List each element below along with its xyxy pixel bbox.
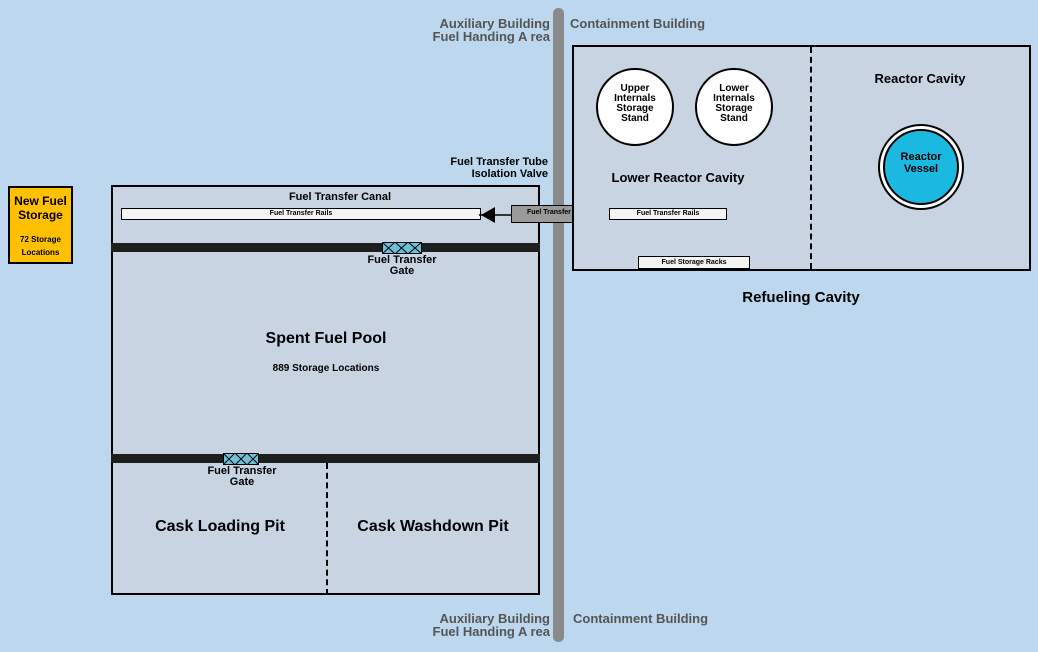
- reactor-rails-label: Fuel Transfer Rails: [636, 210, 700, 217]
- storage-line: Storage: [18, 208, 63, 222]
- cavity-separator: [810, 47, 812, 269]
- locations-line: Locations: [21, 248, 60, 257]
- upper-internals-stand: [596, 68, 674, 146]
- vessel-line: Reactor: [900, 151, 942, 163]
- fuel-transfer-gate-bottom: [223, 453, 259, 465]
- fuel-transfer-gate-bottom-label: Fuel Transfer Gate: [192, 466, 292, 488]
- new-fuel-storage-title: New Fuel Storage: [10, 194, 71, 222]
- internals-line: Internals: [713, 93, 755, 104]
- aux-area-line: Fuel Handing A rea: [432, 624, 551, 639]
- new-fuel-storage-sub: 72 Storage Locations: [10, 233, 71, 259]
- cask-washdown-pit-title: Cask Washdown Pit: [357, 518, 509, 535]
- vessel-line: Vessel: [903, 163, 939, 175]
- fuel-storage-racks-label: Fuel Storage Racks: [661, 259, 727, 266]
- aux-area-line: Fuel Handing A rea: [432, 29, 551, 44]
- canal-pool-divider: [111, 243, 540, 252]
- refueling-cavity-label: Refueling Cavity: [742, 289, 860, 306]
- fuel-transfer-canal-label: Fuel Transfer Canal: [288, 191, 392, 203]
- reactor-side-transfer-rails: Fuel Transfer Rails: [609, 208, 727, 220]
- lower-reactor-cavity-label: Lower Reactor Cavity: [611, 170, 745, 185]
- aux-building-line: Auxiliary Building: [439, 16, 550, 31]
- upper-internals-label: Upper Internals Storage Stand: [596, 84, 674, 124]
- pit-separator: [326, 463, 328, 595]
- aux-building-label-bottom: Auxiliary Building Fuel Handing A rea: [400, 611, 551, 639]
- fuel-storage-racks: Fuel Storage Racks: [638, 256, 750, 269]
- spent-fuel-pool-title: Spent Fuel Pool: [265, 330, 387, 347]
- isolation-valve-label: Fuel Transfer Tube Isolation Valve: [418, 156, 548, 180]
- new-fuel-storage-box: New Fuel Storage 72 Storage Locations: [8, 186, 73, 264]
- internals-line: Lower: [719, 83, 749, 94]
- containment-building-label-top: Containment Building: [570, 16, 706, 31]
- valve-line: Isolation Valve: [471, 168, 548, 180]
- gate-line: Fuel Transfer: [207, 465, 277, 477]
- building-divider-wall: [553, 8, 564, 642]
- reactor-cavity-label: Reactor Cavity: [874, 71, 966, 86]
- reactor-vessel: [883, 129, 959, 205]
- cask-loading-pit-title: Cask Loading Pit: [155, 518, 285, 535]
- aux-building-line: Auxiliary Building: [439, 611, 550, 626]
- gate-line: Fuel Transfer: [367, 254, 437, 266]
- internals-line: Stand: [720, 113, 748, 124]
- valve-line: Fuel Transfer Tube: [450, 156, 548, 168]
- aux-pool-complex: [111, 185, 540, 595]
- canal-rails-label: Fuel Transfer Rails: [269, 210, 333, 217]
- internals-line: Stand: [621, 113, 649, 124]
- internals-line: Internals: [614, 93, 656, 104]
- internals-line: Storage: [715, 103, 753, 114]
- canal-transfer-rails: Fuel Transfer Rails: [121, 208, 481, 220]
- fuel-transfer-tube-label: Fuel Transfer Tube: [526, 209, 590, 216]
- reactor-vessel-label: Reactor Vessel: [878, 151, 964, 175]
- gate-line: Gate: [389, 265, 415, 277]
- lower-internals-label: Lower Internals Storage Stand: [695, 84, 773, 124]
- gate-line: Gate: [229, 476, 255, 488]
- fuel-transfer-gate-top-label: Fuel Transfer Gate: [352, 255, 452, 277]
- aux-building-label-top: Auxiliary Building Fuel Handing A rea: [400, 16, 551, 44]
- fuel-transfer-gate-top: [382, 242, 422, 254]
- pool-pit-divider: [111, 454, 540, 463]
- lower-internals-stand: [695, 68, 773, 146]
- containment-building-label-bottom: Containment Building: [573, 611, 709, 626]
- internals-line: Storage: [616, 103, 654, 114]
- storage-count-line: 72 Storage: [20, 235, 61, 244]
- internals-line: Upper: [620, 83, 650, 94]
- isolation-valve-icon: [479, 207, 513, 223]
- spent-fuel-pool-sub: 889 Storage Locations: [272, 363, 380, 374]
- new-fuel-line: New Fuel: [14, 194, 67, 208]
